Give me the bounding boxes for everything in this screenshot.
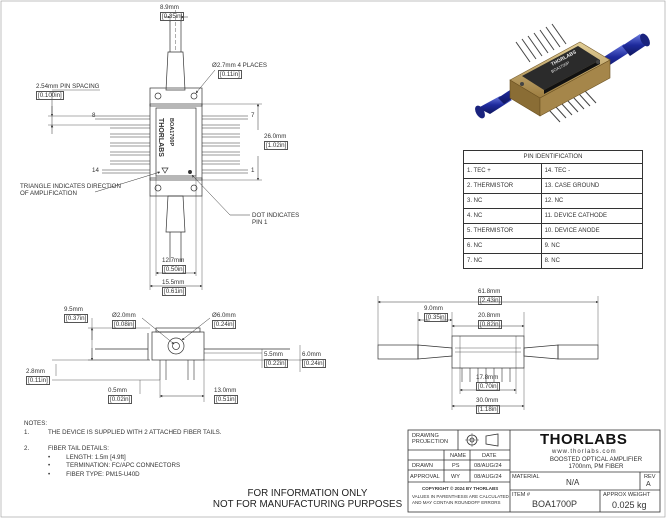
dim-pin-width: 12.7mm[0.50in]: [162, 257, 187, 274]
length-view: [377, 296, 599, 410]
tb-approval-label: APPROVAL: [410, 474, 440, 480]
tb-copyright: COPYRIGHT © 2024 BY THORLABS: [422, 486, 499, 491]
pin-label-14: 14: [92, 167, 99, 174]
chip-brand: THORLABS: [157, 118, 164, 157]
tb-weight-value: 0.025 kg: [612, 500, 647, 510]
dim-len-618: 61.8mm[2.43in]: [478, 288, 503, 305]
tb-material-label: MATERIAL: [512, 474, 540, 480]
tb-drawn-date: 08/AUG/24: [474, 463, 502, 469]
chip-part: BOA1700P: [168, 118, 174, 147]
tb-drawn-name: PS: [452, 463, 460, 469]
notes: NOTES: 1.THE DEVICE IS SUPPLIED WITH 2 A…: [24, 420, 222, 478]
dim-side-height: 9.5mm[0.37in]: [64, 306, 89, 323]
dim-len-300: 30.0mm[1.18in]: [476, 397, 501, 414]
tb-name-header: NAME: [450, 453, 467, 459]
tb-website: www.thorlabs.com: [552, 449, 617, 455]
tb-rev-label: REV: [644, 474, 656, 480]
tb-drawn-label: DRAWN: [412, 463, 433, 469]
tb-approval-name: WY: [451, 474, 461, 480]
pin-identification-table: PIN IDENTIFICATION 1. TEC +14. TEC - 2. …: [463, 150, 644, 269]
pin-label-8: 8: [92, 112, 96, 119]
tb-weight-label: APPROX WEIGHT: [603, 492, 651, 498]
pin-table-title: PIN IDENTIFICATION: [463, 150, 643, 164]
side-view: [52, 317, 304, 402]
dim-side-dia: Ø2.0mm[0.08in]: [112, 312, 137, 329]
pin-label-7: 7: [251, 112, 255, 119]
dim-flange-width: 15.5mm[0.61in]: [162, 279, 187, 296]
tb-material-value: N/A: [566, 478, 580, 487]
top-view: [48, 10, 262, 290]
dim-body-height: 26.0mm[1.02in]: [264, 133, 289, 150]
tb-date-header: DATE: [482, 453, 497, 459]
dim-side-28: 2.8mm[0.11in]: [26, 368, 50, 385]
dim-side-55: 5.5mm[0.22in]: [264, 351, 289, 368]
title-block-frame: [407, 429, 661, 513]
tb-rev-value: A: [646, 481, 651, 488]
table-row: 1. TEC +14. TEC -: [463, 163, 644, 179]
dim-pin-spacing: 2.54mm PIN SPACING[0.100in]: [36, 83, 100, 100]
info-footer: FOR INFORMATION ONLY NOT FOR MANUFACTURI…: [212, 488, 403, 510]
tb-item-label: ITEM #: [512, 492, 531, 498]
pin-label-1: 1: [251, 167, 255, 174]
dim-side-outer: Ø6.0mm[0.24in]: [212, 312, 237, 329]
tb-item-value: BOA1700P: [532, 499, 578, 509]
dim-side-60: 6.0mm[0.24in]: [302, 351, 327, 368]
dim-len-178: 17.8mm[0.70in]: [476, 374, 501, 391]
dim-top-width: 8.9mm[0.35in]: [160, 4, 185, 21]
package-render: THORLABS BOA1700P: [475, 23, 650, 123]
thorlabs-logo: THORLABS: [540, 431, 628, 448]
dim-hole: Ø2.7mm 4 PLACES[0.11in]: [212, 62, 268, 79]
tb-approval-date: 08/AUG/24: [474, 474, 502, 480]
dim-side-05: 0.5mm[0.02in]: [108, 387, 133, 404]
dim-len-208: 20.8mm[0.82in]: [478, 312, 503, 329]
dim-len-90: 9.0mm[0.35in]: [424, 305, 449, 322]
dim-side-13: 13.0mm[0.51in]: [214, 387, 239, 404]
